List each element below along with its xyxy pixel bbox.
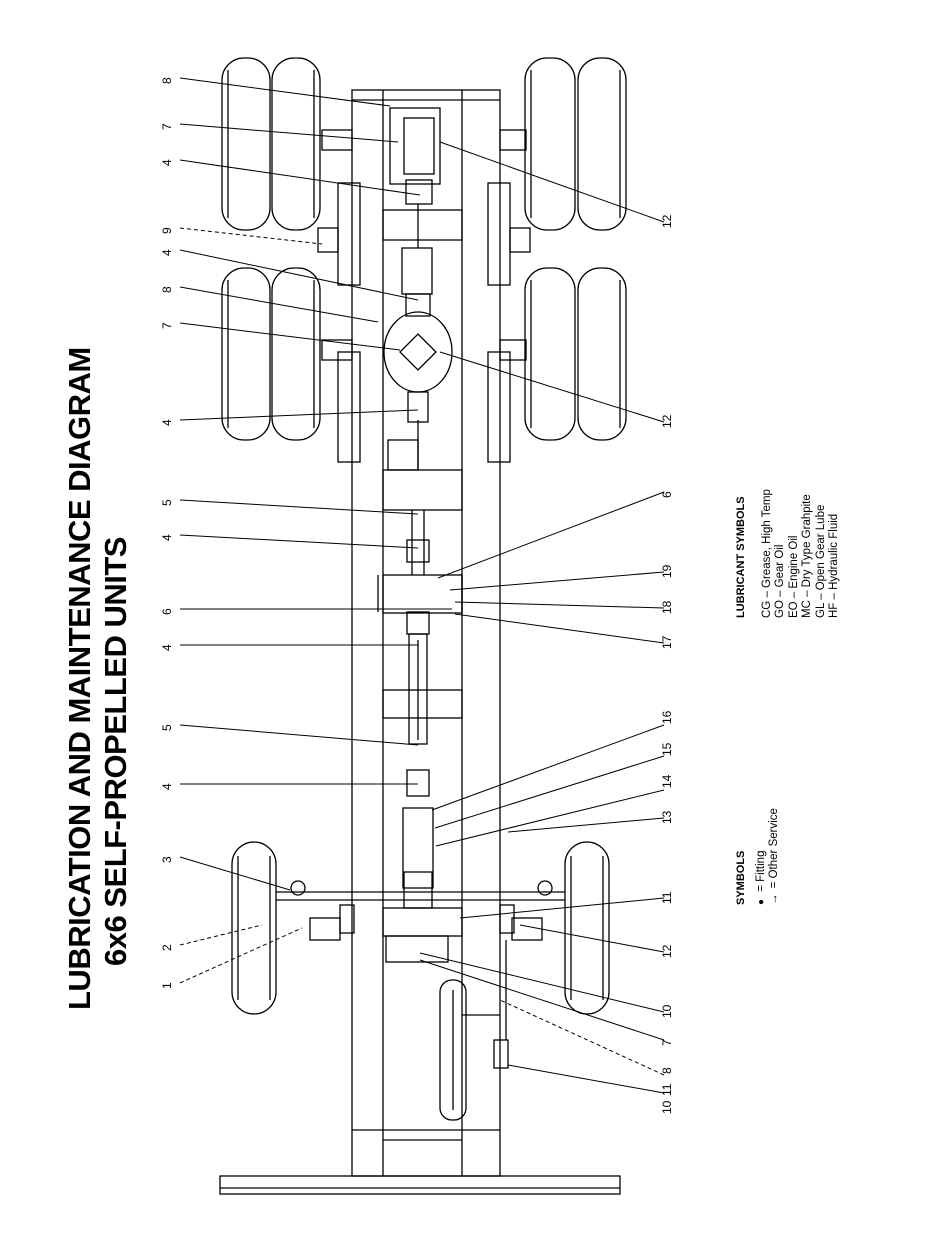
lubricant-item: GL – Open Gear Lube: [814, 504, 827, 618]
callout-left-3: 4: [160, 159, 174, 166]
callout-left-16: 2: [160, 944, 174, 951]
rear-differential: [389, 107, 441, 248]
callout-right-11: 11: [660, 891, 674, 904]
callout-right-12: 12: [660, 944, 674, 958]
callout-right-17: 10: [660, 1100, 674, 1114]
callout-right-14: 7: [660, 1039, 674, 1046]
callout-right-9: 14: [660, 774, 674, 788]
fuel-tank: [387, 439, 419, 471]
callout-right-8: 15: [660, 742, 674, 756]
lubricant-symbols-heading: LUBRICANT SYMBOLS: [735, 496, 747, 618]
callout-left-9: 5: [160, 499, 174, 506]
callout-right-10: 13: [660, 810, 674, 824]
frame-rails: [351, 89, 501, 1177]
arrow-icon: →: [768, 893, 780, 906]
callout-right-1: 12: [660, 214, 674, 228]
callout-left-13: 5: [160, 724, 174, 731]
rear-tandem-wheels-right: [524, 57, 627, 441]
callout-left-6: 8: [160, 286, 174, 293]
symbols-legend: SYMBOLS ● = Fitting → = Other Service: [735, 808, 782, 905]
transfer-case: [385, 935, 467, 1121]
callout-left-5: 4: [160, 249, 174, 256]
callout-right-3: 6: [660, 491, 674, 498]
callout-left-14: 4: [160, 783, 174, 790]
callout-right-13: 10: [660, 1004, 674, 1018]
lubricant-item: CG – Grease, High Temp: [760, 489, 773, 618]
fitting-label: = Fitting: [754, 850, 767, 892]
other-service-label: = Other Service: [768, 808, 780, 889]
callout-left-4: 9: [160, 227, 174, 234]
lubricant-item: GO – Gear Oil: [774, 544, 786, 619]
rear-tandem-wheels-left: [221, 57, 321, 441]
callout-right-7: 16: [660, 710, 674, 724]
callout-leaders: [179, 77, 665, 1094]
callout-left-17: 1: [160, 982, 174, 989]
callout-right-15: 8: [660, 1067, 674, 1074]
callout-left-7: 7: [160, 322, 174, 329]
forward-rear-differential: [383, 247, 453, 470]
callout-left-2: 7: [160, 123, 174, 130]
symbols-fitting-row: ● = Fitting: [755, 808, 769, 905]
callout-right-16: 11: [660, 1083, 674, 1096]
symbols-heading: SYMBOLS: [735, 850, 747, 905]
propeller-shafts: [402, 510, 434, 909]
callout-right-5: 18: [660, 600, 674, 614]
lubricant-item: HF – Hydraulic Fluid: [828, 513, 840, 618]
rear-bumper: [219, 1175, 621, 1195]
front-axle: [276, 880, 565, 1069]
title-line-1: LUBRICATION AND MAINTENANCE DIAGRAM: [62, 347, 97, 1010]
fitting-icon: ●: [755, 898, 767, 905]
lubricant-symbols-legend: LUBRICANT SYMBOLS CG – Grease, High Temp…: [735, 489, 842, 618]
lubricant-item: EO – Engine Oil: [787, 535, 800, 618]
page-title: LUBRICATION AND MAINTENANCE DIAGRAM 6x6 …: [62, 347, 134, 1010]
title-line-2: 6x6 SELF-PROPELLED UNITS: [98, 537, 133, 966]
callout-left-8: 4: [160, 419, 174, 426]
callout-left-12: 4: [160, 644, 174, 651]
callout-right-6: 17: [660, 635, 674, 649]
symbols-other-row: → = Other Service: [768, 808, 782, 905]
callout-left-1: 8: [160, 77, 174, 84]
cross-members: [377, 209, 463, 937]
front-wheels: [231, 841, 610, 1015]
callout-left-10: 4: [160, 534, 174, 541]
lubricant-item: MC – Dry Type Grahpite: [801, 494, 813, 618]
callout-left-15: 3: [160, 856, 174, 863]
callout-left-11: 6: [160, 608, 174, 615]
callout-right-4: 19: [660, 564, 674, 578]
callout-right-2: 12: [660, 414, 674, 428]
